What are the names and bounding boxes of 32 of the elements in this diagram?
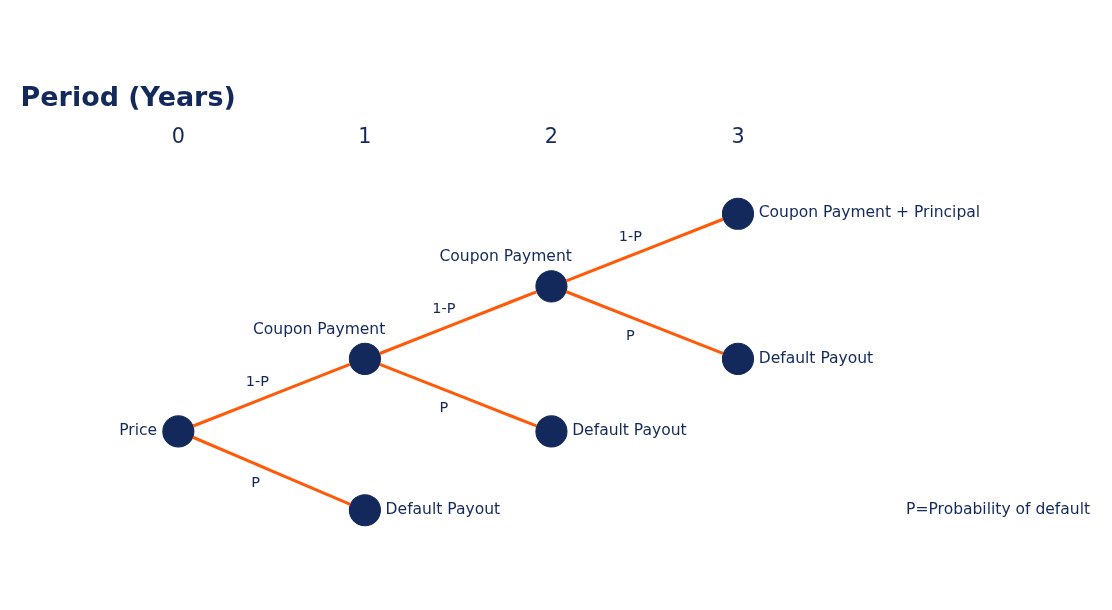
label: 3	[731, 124, 745, 149]
node-circle	[348, 342, 381, 375]
node-label: Coupon Payment	[252, 319, 386, 338]
node-label: Price	[119, 421, 158, 440]
label: 0	[171, 124, 185, 149]
node-circle	[535, 415, 568, 448]
edge-label: P	[626, 326, 635, 343]
connector	[565, 217, 724, 283]
edge-label: 1-P	[432, 300, 456, 317]
node-circle	[162, 415, 195, 448]
node-label: Default Payout	[758, 348, 874, 367]
connector	[192, 435, 351, 506]
connector	[379, 362, 537, 428]
node-circle	[348, 494, 381, 527]
edge-label: P	[251, 473, 261, 490]
connector	[565, 290, 724, 355]
edge-label: P	[439, 399, 449, 416]
node-label: Coupon Payment	[439, 246, 572, 265]
connector	[379, 290, 537, 355]
label: P=Probability of default	[906, 499, 1091, 518]
connector	[192, 362, 351, 428]
node-label: Coupon Payment + Principal	[758, 203, 981, 222]
node-circle	[721, 342, 755, 375]
edge-label: 1-P	[245, 372, 269, 389]
node-label: Default Payout	[385, 499, 501, 518]
diagram-title: Period (Years)	[20, 80, 236, 112]
node-circle	[535, 270, 568, 303]
label: 2	[544, 124, 559, 149]
node-label: Default Payout	[572, 421, 687, 440]
label: 1	[358, 124, 372, 149]
node-circle	[721, 197, 755, 230]
edge-label: 1-P	[618, 227, 643, 244]
